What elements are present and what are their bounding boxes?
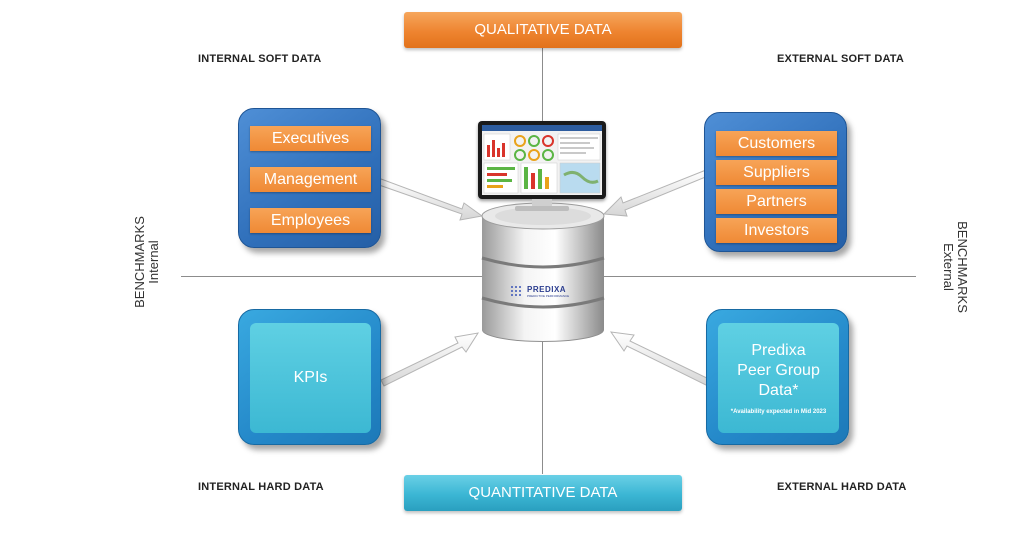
peer-line-3: Data* [758,382,799,399]
arrow-external-hard [609,331,712,387]
monitor-stand-neck [532,199,552,207]
internal-hard-panel: KPIs [238,309,381,445]
kpis-label: KPIs [293,369,328,386]
pill-investors: Investors [716,218,837,243]
predixa-dots-icon [511,286,521,296]
pill-executives: Executives [250,126,371,151]
pill-employees: Employees [250,208,371,233]
qualitative-data-banner: QUALITATIVE DATA [404,12,682,48]
peer-line-1: Predixa [751,342,806,359]
database-cylinder-icon [481,202,605,342]
arrow-internal-soft [378,178,484,221]
monitor-stand-base [515,206,569,211]
vertical-axis-bottom [542,338,543,474]
internal-hard-data-label: INTERNAL HARD DATA [198,481,324,493]
dashboard-thumbnail [482,125,602,194]
predixa-logo-name: PREDIXA [527,284,567,294]
peer-group-box: Predixa Peer Group Data* *Availability e… [718,323,839,433]
dashboard-screen [482,125,602,195]
pill-partners: Partners [716,189,837,214]
quantitative-data-banner: QUANTITATIVE DATA [404,475,682,511]
pill-suppliers: Suppliers [716,160,837,185]
dashboard-monitor-icon [478,121,606,199]
external-hard-data-label: EXTERNAL HARD DATA [777,481,907,493]
vertical-axis-top [542,46,543,138]
internal-soft-panel: Executives Management Employees [238,108,381,248]
peer-line-2: Peer Group [737,362,820,379]
arrow-external-soft [602,169,709,217]
kpis-box: KPIs [250,323,371,433]
external-hard-panel: Predixa Peer Group Data* *Availability e… [706,309,849,445]
predixa-logo-text: PREDIXA PREDICTIVE PERFORMANCE [527,285,569,298]
pill-management: Management [250,167,371,192]
external-soft-panel: Customers Suppliers Partners Investors [704,112,847,252]
peer-availability-note: *Availability expected in Mid 2023 [730,409,827,415]
external-soft-data-label: EXTERNAL SOFT DATA [777,53,905,65]
predixa-logo: PREDIXA PREDICTIVE PERFORMANCE [510,282,580,300]
predixa-logo-sub: PREDICTIVE PERFORMANCE [527,293,570,298]
internal-soft-data-label: INTERNAL SOFT DATA [198,53,322,65]
arrow-internal-hard [380,332,480,387]
pill-customers: Customers [716,131,837,156]
